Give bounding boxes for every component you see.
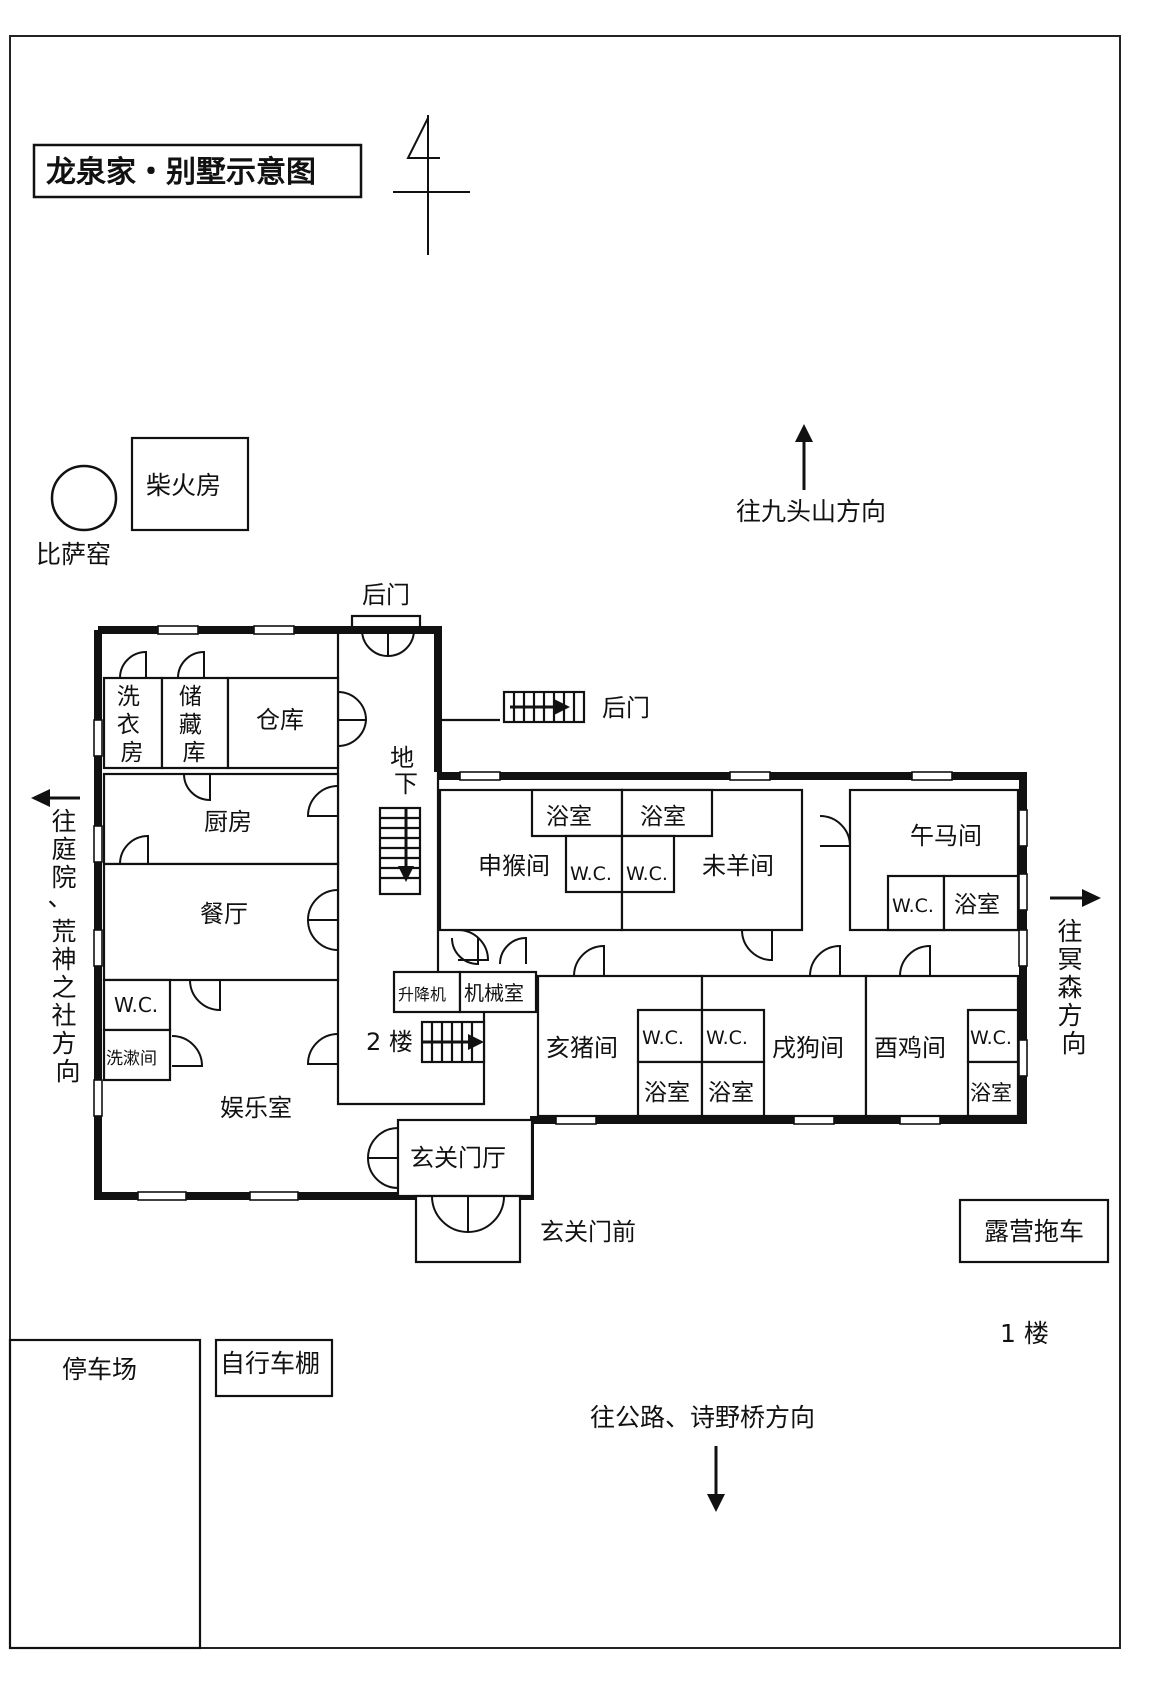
kitchen-label: 厨房 [204,808,252,836]
west-char: 社 [52,1001,77,1030]
bath-horse-label: 浴室 [954,892,1000,918]
entrance-hall-label: 玄关门厅 [410,1144,506,1172]
camper-trailer [958,1198,1110,1264]
warehouse-label: 仓库 [256,706,304,734]
west-char: 荒 [52,917,77,946]
wc-dog [700,1008,766,1064]
machine-label: 机械室 [464,981,524,1005]
firewood-label: 柴火房 [146,471,221,500]
bath-horse [942,874,1020,932]
wc-pig-label: W.C. [642,1027,684,1049]
wc-dog-label: W.C. [706,1027,748,1049]
wc-sheep-label: W.C. [626,863,668,885]
bath-monkey-label: 浴室 [546,804,592,830]
washroom [102,1028,172,1082]
bath-dog [700,1060,766,1118]
wc-west-label: W.C. [114,993,158,1017]
wc-rooster-label: W.C. [970,1027,1012,1049]
rooster-label: 酉鸡间 [874,1034,946,1062]
bath-pig-label: 浴室 [644,1080,690,1106]
dining-label: 餐厅 [200,900,248,928]
wc-monkey [564,834,624,894]
washroom-label: 洗漱间 [106,1049,157,1069]
laundry-room [102,676,164,770]
east-char: 方 [1058,1001,1083,1030]
basement-label: 地 下 [390,744,422,798]
second-floor-label: 2 楼 [366,1028,413,1056]
west-char: 往 [52,807,77,836]
horse-label: 午马间 [910,822,982,850]
laundry-label: 洗 衣 房 [117,684,147,766]
kitchen-room [102,772,340,866]
title-box [32,143,363,199]
wc-west [102,978,172,1032]
floor-label: 1 楼 [1000,1319,1049,1348]
wc-sheep [620,834,676,894]
east-char: 往 [1058,917,1083,946]
parking-label: 停车场 [62,1355,137,1384]
east-char: 冥 [1058,945,1083,974]
bath-dog-label: 浴室 [708,1080,754,1106]
wc-rooster [966,1008,1020,1064]
wc-monkey-label: W.C. [570,863,612,885]
east-char: 森 [1058,973,1083,1002]
back-door-right-stairs [502,690,586,724]
basement-stairs [378,806,422,896]
west-char: 神 [52,945,77,974]
storage-room [160,676,230,770]
storage-label: 储 藏 库 [179,684,209,766]
sheep-label: 未羊间 [702,852,774,880]
parking-lot [8,1338,202,1650]
pig-label: 亥猪间 [546,1034,618,1062]
north-compass-icon [393,115,470,255]
arrow-down-icon [707,1446,725,1512]
monkey-label: 申猴间 [478,852,550,880]
second-floor-stairs [420,1020,486,1064]
dining-room [102,862,340,982]
east-char: 向 [1061,1029,1086,1058]
pizza-oven-icon [50,464,118,532]
west-char: 庭 [52,835,77,864]
lift-room [392,970,462,1014]
entrance-hall [396,1118,534,1198]
recreation-label: 娱乐室 [220,1094,292,1122]
dog-label: 戌狗间 [772,1034,844,1062]
camper-label: 露营拖车 [984,1217,1084,1246]
lift-label: 升降机 [398,985,446,1004]
machine-room [458,970,538,1014]
back-door-top-label: 后门 [362,581,410,609]
back-door-right-label: 后门 [602,694,650,722]
warehouse-room [226,676,340,770]
west-direction-label: 往 庭 院 、 荒 神 之 社 方 向 [48,807,85,1086]
front-porch-label: 玄关门前 [540,1218,636,1246]
arrow-left-icon [31,789,80,807]
west-char: 向 [55,1057,80,1086]
firewood-house [130,436,250,532]
page-frame [9,35,1121,1649]
arrow-up-icon [795,424,813,490]
north-direction-label: 往九头山方向 [736,497,886,526]
wc-horse-label: W.C. [892,895,934,917]
bike-shed [214,1338,334,1398]
west-char: 方 [52,1029,77,1058]
windows [93,625,1028,1201]
bath-sheep-label: 浴室 [640,804,686,830]
arrow-right-icon [1050,889,1101,907]
bike-shed-label: 自行车棚 [220,1349,320,1378]
pizza-oven-label: 比萨窑 [36,540,111,569]
bath-rooster [966,1060,1020,1118]
south-direction-label: 往公路、诗野桥方向 [590,1403,815,1432]
bath-rooster-label: 浴室 [970,1081,1012,1105]
page-title: 龙泉家・别墅示意图 [46,155,316,190]
west-char: 、 [48,883,73,912]
west-char: 之 [52,973,77,1002]
back-door-top [361,629,415,658]
east-direction-label: 往 冥 森 方 向 [1058,917,1091,1058]
